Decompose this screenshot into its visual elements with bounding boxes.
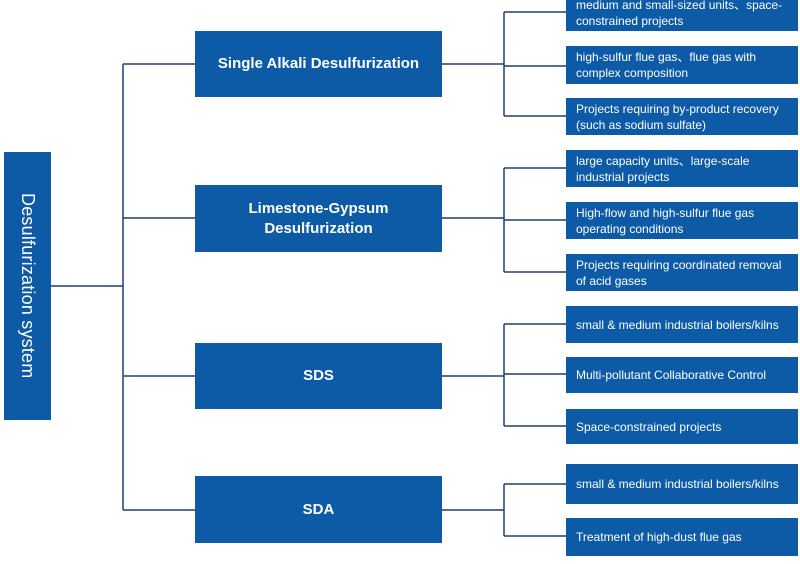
application-item: small & medium industrial boilers/kilns [566,464,798,504]
application-item: Projects requiring by-product recovery (… [566,98,798,135]
method-sds: SDS [195,343,442,409]
application-item: medium and small-sized units、space-const… [566,0,798,31]
application-label: medium and small-sized units、space-const… [576,0,783,28]
application-item: small & medium industrial boilers/kilns [566,306,798,343]
application-label: Projects requiring coordinated removal o… [576,257,782,288]
application-label: small & medium industrial boilers/kilns [576,477,779,491]
application-item: Space-constrained projects [566,409,798,444]
method-limestone-gypsum: Limestone-Gypsum Desulfurization [195,185,442,252]
application-label: Projects requiring by-product recovery (… [576,101,779,132]
application-label: large capacity units、large-scale industr… [576,153,750,184]
application-label: Treatment of high-dust flue gas [576,530,742,544]
application-item: Multi-pollutant Collaborative Control [566,357,798,393]
application-item: large capacity units、large-scale industr… [566,150,798,187]
root-label: Desulfurization system [18,193,38,379]
application-label: small & medium industrial boilers/kilns [576,317,779,332]
application-item: High-flow and high-sulfur flue gas opera… [566,202,798,239]
method-label: Limestone-Gypsum Desulfurization [248,199,389,237]
method-label: SDS [303,367,334,384]
application-item: high-sulfur flue gas、flue gas with compl… [566,46,798,84]
root-node: Desulfurization system [4,152,51,420]
application-label: Multi-pollutant Collaborative Control [576,368,767,382]
application-label: High-flow and high-sulfur flue gas opera… [576,205,755,236]
method-label: Single Alkali Desulfurization [217,55,420,72]
application-item: Projects requiring coordinated removal o… [566,254,798,291]
application-item: Treatment of high-dust flue gas [566,518,798,556]
method-sda: SDA [195,476,442,543]
application-label: high-sulfur flue gas、flue gas with compl… [576,50,757,80]
method-label: SDA [302,500,335,518]
method-single-alkali: Single Alkali Desulfurization [195,31,442,97]
application-label: Space-constrained projects [576,419,722,434]
